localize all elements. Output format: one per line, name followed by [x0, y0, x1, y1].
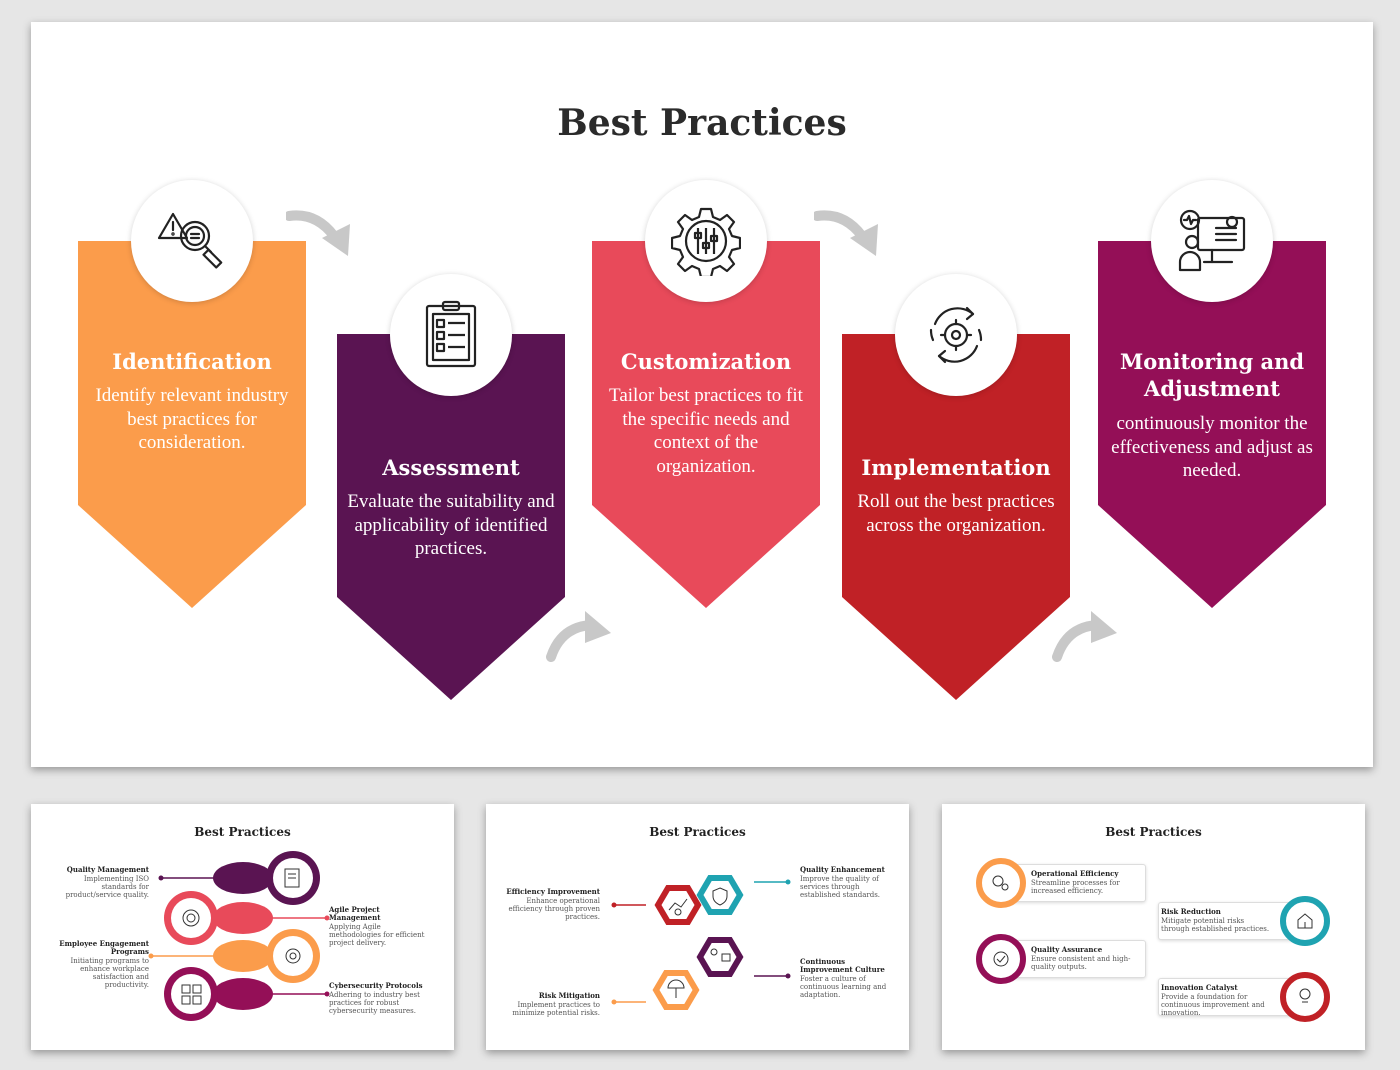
gear-cycle-icon: [895, 274, 1017, 396]
step-banner: [337, 334, 565, 700]
step-title: Customization: [620, 349, 792, 374]
main-slide: Best Practices Identification Identify r…: [31, 22, 1373, 767]
step-banner: [842, 334, 1070, 700]
step-title: Implementation: [861, 455, 1051, 480]
clipboard-checklist-icon: [390, 274, 512, 396]
step-identification: Identification Identify relevant industr…: [78, 178, 306, 610]
slide-title: Best Practices: [194, 825, 291, 839]
curved-arrow-icon: [286, 210, 350, 256]
step-description: Tailor best practices to fit the specifi…: [609, 385, 803, 477]
gear-sliders-icon: [645, 180, 767, 302]
slide-title: Best Practices: [1105, 825, 1202, 839]
step-banner: [78, 241, 306, 608]
curved-arrow-icon: [546, 611, 611, 662]
step-description: continuously monitor the effectiveness a…: [1111, 413, 1313, 481]
thumb3-card-innovation: [1158, 978, 1302, 1016]
slide-title: Best Practices: [557, 102, 847, 144]
thumb3-graphic: [976, 858, 1330, 1022]
step-description: Roll out the best practices across the o…: [857, 491, 1055, 536]
step-description: Evaluate the suitability and applicabili…: [347, 491, 555, 559]
slide-title: Best Practices: [649, 825, 746, 839]
step-customization: Customization Tailor best practices to f…: [592, 178, 820, 610]
step-implementation: Implementation Roll out the best practic…: [842, 272, 1070, 704]
step-assessment: Assessment Evaluate the suitability and …: [337, 272, 565, 704]
warning-magnifier-icon: [131, 180, 253, 302]
thumb1-graphic: [148, 851, 330, 1021]
step-monitoring: Monitoring and Adjustment continuously m…: [1098, 178, 1326, 610]
step-title: Assessment: [382, 455, 520, 480]
step-description: Identify relevant industry best practice…: [95, 385, 289, 453]
curved-arrow-icon: [1052, 611, 1117, 662]
step-banner: [1098, 241, 1326, 608]
curved-arrow-icon: [814, 210, 878, 256]
step-banner: [592, 241, 820, 608]
step-title: Monitoring and Adjustment: [1119, 349, 1305, 401]
thumb3-card-risk: [1158, 902, 1302, 940]
thumb3-card-quality: [1002, 940, 1146, 978]
monitor-person-icon: [1151, 180, 1273, 302]
thumb2-graphic: [611, 875, 791, 1010]
step-title: Identification: [112, 349, 272, 374]
